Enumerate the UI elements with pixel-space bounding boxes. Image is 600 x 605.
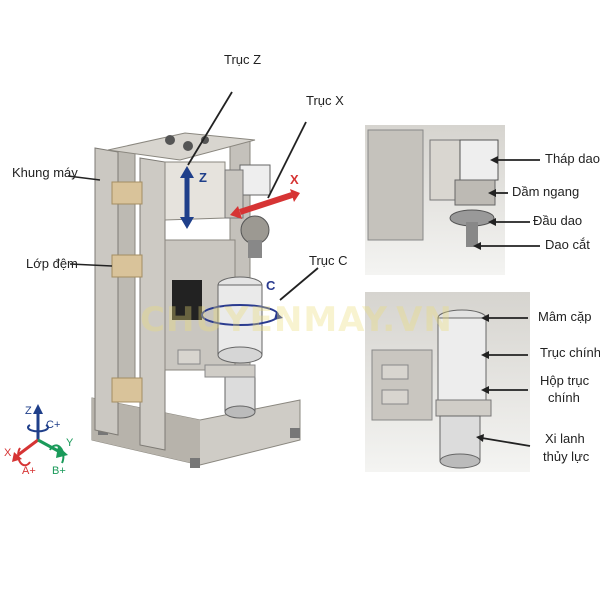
label-truc-c: Trục C [309,253,348,268]
foot [290,428,300,438]
tool-turret [240,215,270,245]
triad-x-line [17,438,39,457]
triad-c-rotation [27,424,49,433]
triad-a-rotation [17,447,31,467]
top-fitting [183,141,193,151]
z-glyph: Z [199,170,207,185]
arrowhead [488,218,496,226]
label-hop-truc-chinh-line2: chính [548,390,580,405]
triad-y-line [37,438,61,454]
foot [190,458,200,468]
coordinate-triad [12,404,68,467]
coord-b-label: B+ [52,465,66,477]
triad-z-head [33,404,43,414]
spindle-body [217,284,263,356]
arrowhead [481,314,489,322]
pad-middle [111,254,143,278]
coord-z-label: Z [25,405,32,417]
tool [248,240,262,258]
label-mam-cap: Mâm cặp [538,309,592,324]
leader-lop-dem [69,263,113,267]
arrowhead [490,156,498,164]
leader-truc-z [187,91,233,166]
machine-main [67,91,319,468]
detail-support-plate [371,349,433,421]
x-arrow-head-right [290,189,300,202]
leader-xi-lanh [481,437,531,447]
label-truc-x: Trục X [306,93,344,108]
leader-truc-x [267,121,307,199]
label-hop-truc-chinh-line1: Hộp trục [540,373,590,388]
watermark: CHUYENMAY.VN [140,300,453,340]
detail-cylinder-bottom [439,453,481,469]
coord-c-label: C+ [46,419,60,431]
x-motor [239,164,271,196]
x-glyph: X [290,172,299,187]
x-arrow-head-left [230,206,242,219]
spindle-bottom [217,346,263,364]
pad-top [111,181,143,205]
column-front-right [139,157,166,451]
spindle-plate [204,364,256,378]
x-axis-arrow [239,192,293,215]
top-plate [107,132,256,161]
label-khung-may: Khung máy [12,165,78,180]
label-xi-lanh-line1: Xi lanh [545,431,585,446]
coord-x-label: X [4,447,12,459]
label-thap-dao: Tháp dao [545,151,600,166]
label-dao-cat: Dao cắt [545,237,590,252]
detail-spindle [365,292,531,472]
arrowhead [481,351,489,359]
c-rotation-head [274,312,283,320]
c-glyph: C [266,278,276,293]
motor-black [172,280,202,320]
top-fitting [165,135,175,145]
detail-top-frame [367,129,424,241]
pad-bottom [111,377,143,403]
x-slide [224,169,244,219]
coord-y-label: Y [66,437,74,449]
arrowhead [488,189,496,197]
label-dam-ngang: Dầm ngang [512,184,580,199]
detail-cutter [466,222,478,247]
detail-bracket [381,364,409,380]
z-arrow-head-down [180,217,194,229]
triad-b-rotation [49,444,65,464]
label-lop-dem: Lớp đệm [26,256,78,271]
arrowhead [481,386,489,394]
leader-truc-c [279,267,319,301]
arrowhead [473,242,481,250]
hydraulic-cylinder [224,371,256,413]
coord-a-label: A+ [22,465,36,477]
detail-tool-turret [365,125,540,275]
detail-spindle-plate [435,399,492,417]
top-fitting [201,136,209,144]
label-xi-lanh-line2: thủy lực [543,449,590,464]
z-carriage [164,161,226,221]
label-dau-dao: Đầu dao [533,213,583,228]
label-truc-z: Trục Z [224,52,262,67]
detail-cross-beam [454,179,496,206]
cylinder-bottom [224,405,256,419]
arrowhead [476,434,484,442]
detail-bracket [381,389,409,405]
z-arrow-head-up [180,166,194,178]
leader-khung-may [67,175,101,181]
detail-spindle-body [437,317,487,409]
bracket [177,349,201,365]
label-truc-chinh: Trục chính [540,345,600,360]
